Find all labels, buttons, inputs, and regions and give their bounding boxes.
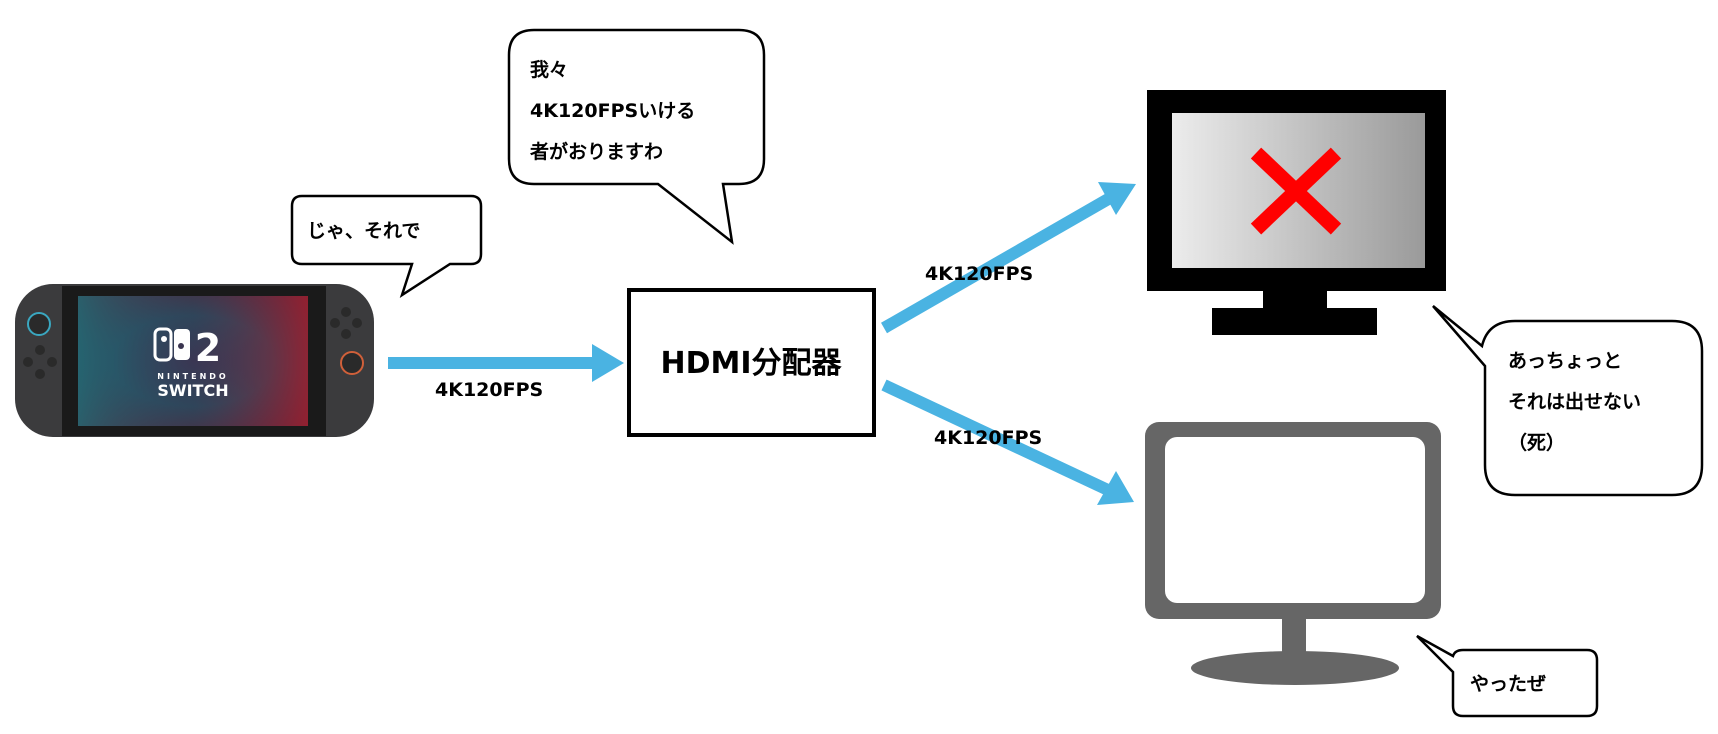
monitor-fail xyxy=(1147,90,1446,335)
right-stick-icon xyxy=(340,351,364,375)
red-cross-icon xyxy=(1250,147,1342,235)
speech-bubble-tv-ok: やったぜ xyxy=(1416,634,1599,718)
bubble-tv-fail-line-2: それは出せない xyxy=(1508,390,1641,413)
switch-2-logo: 2 NINTENDO SWITCH xyxy=(153,326,229,400)
bubble-tv-ok-text: やったぜ xyxy=(1470,673,1546,695)
bubble-splitter-line-1: 我々 xyxy=(530,59,568,81)
logo-number: 2 xyxy=(195,326,221,370)
hdmi-splitter-box: HDMI分配器 xyxy=(627,288,876,437)
arrow-switch-to-splitter xyxy=(388,344,624,382)
bubble-splitter-line-2: 4K120FPSいける xyxy=(530,100,695,122)
bubble-tv-fail-line-3: （死） xyxy=(1508,431,1565,454)
splitter-label: HDMI分配器 xyxy=(660,346,842,381)
bubble-tv-fail-line-1: あっちょっと xyxy=(1508,350,1622,372)
link-label-splitter-to-tv-ok: 4K120FPS xyxy=(934,427,1042,449)
monitor-ok xyxy=(1145,422,1441,685)
logo-brand-line1: NINTENDO xyxy=(157,372,228,381)
arrow-splitter-to-tv-ok xyxy=(881,379,1134,505)
bubble-switch-text: じゃ、それで xyxy=(307,220,420,242)
dpad-icon xyxy=(23,345,57,379)
arrow-splitter-to-tv-fail xyxy=(881,182,1136,334)
link-label-switch-to-splitter: 4K120FPS xyxy=(435,379,543,401)
speech-bubble-tv-fail: あっちょっと それは出せない （死） xyxy=(1432,305,1704,497)
logo-brand-line2: SWITCH xyxy=(157,381,228,400)
left-stick-icon xyxy=(27,312,51,336)
speech-bubble-switch: じゃ、それで xyxy=(290,194,483,298)
nintendo-switch-2-console: 2 NINTENDO SWITCH xyxy=(15,284,374,437)
face-buttons-icon xyxy=(330,307,362,339)
speech-bubble-splitter: 我々 4K120FPSいける 者がおりますわ xyxy=(507,28,766,245)
bubble-splitter-line-3: 者がおりますわ xyxy=(530,140,663,163)
link-label-splitter-to-tv-fail: 4K120FPS xyxy=(925,263,1033,285)
